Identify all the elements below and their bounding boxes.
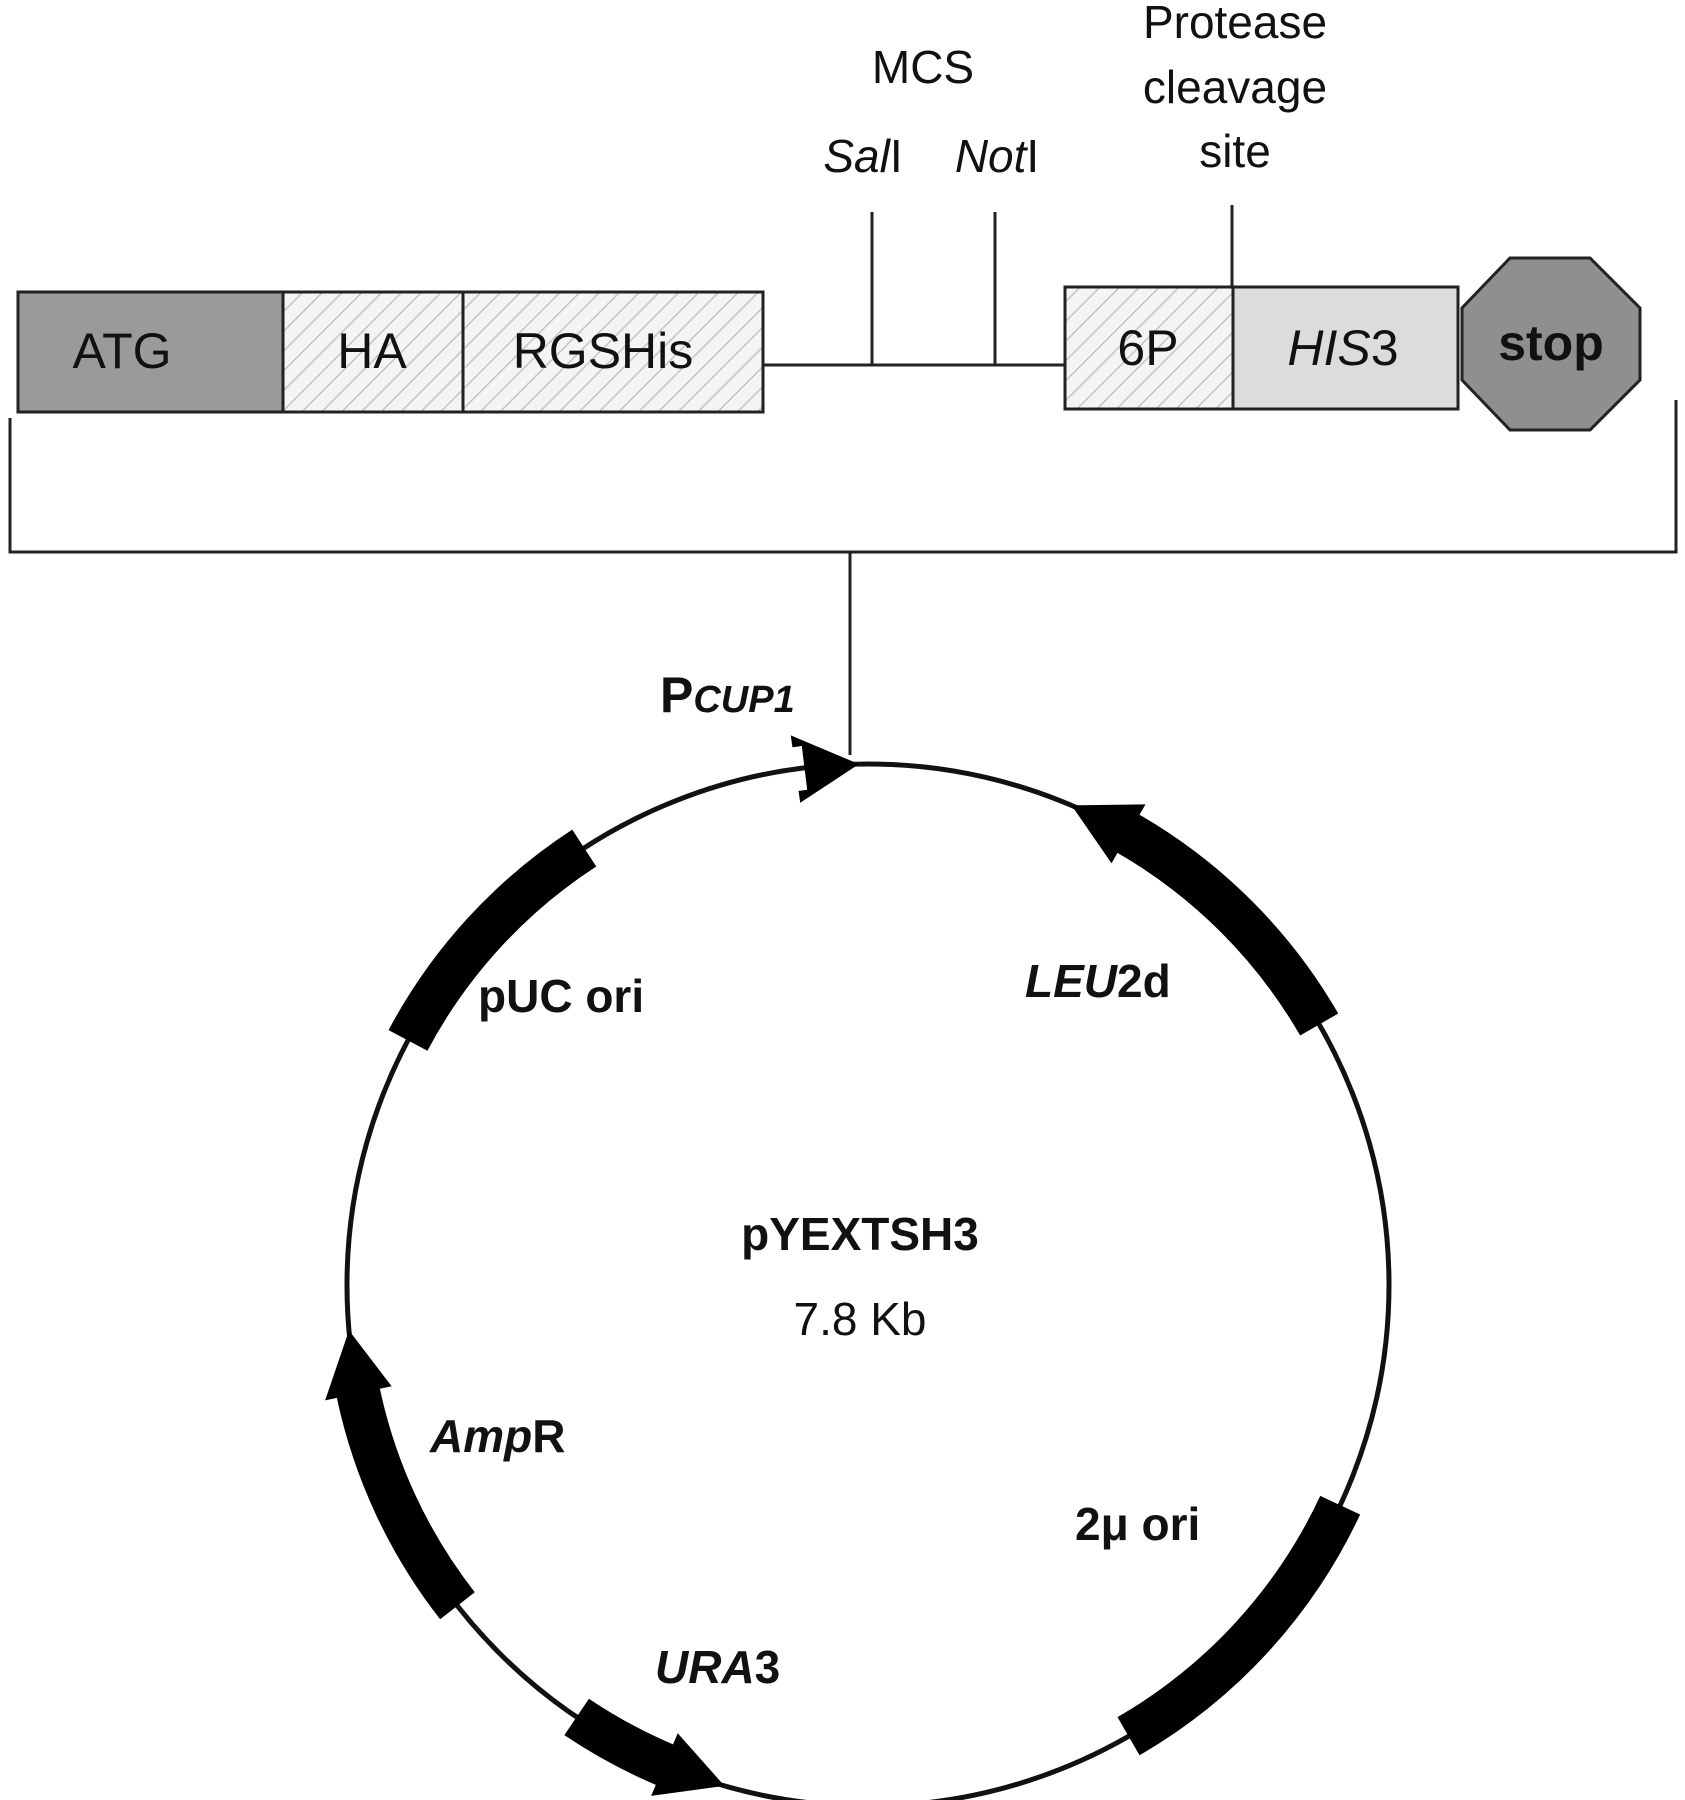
leu2d-label: LEU2d	[1025, 955, 1171, 1007]
rgshis-box	[461, 290, 765, 414]
promoter-label: PCUP1	[660, 667, 795, 723]
2mu-ori-block	[1117, 1495, 1361, 1756]
mcs-label: MCS	[872, 41, 974, 93]
plasmid-size: 7.8 Kb	[794, 1293, 927, 1345]
plasmid-name: pYEXTSH3	[741, 1208, 979, 1260]
ha-box	[281, 290, 465, 414]
stop-octagon	[1460, 256, 1642, 432]
insertion-bracket	[8, 400, 1678, 755]
ampr-label: AmpR	[429, 1410, 565, 1462]
atg-label: ATG	[72, 323, 171, 379]
ampr-arrow	[325, 1330, 475, 1620]
pcup1-arrow	[790, 735, 859, 803]
puc-ori-label: pUC ori	[478, 970, 644, 1022]
site-markers: MCS SalI NotI Protease cleavage site	[823, 0, 1327, 365]
expression-cassette: ATG HA RGSHis 6P HIS3 stop	[16, 256, 1642, 432]
puc-ori-block	[388, 829, 597, 1051]
his3-box	[1231, 285, 1460, 411]
plasmid-circle	[325, 735, 1392, 1800]
protease-label-line2: cleavage	[1143, 61, 1327, 113]
ura3-arrow	[564, 1698, 725, 1796]
plasmid-backbone	[344, 761, 1392, 1800]
not-label: NotI	[955, 130, 1039, 182]
plasmid-features	[325, 735, 1361, 1796]
protease-label-line1: Protease	[1143, 0, 1327, 48]
his3-label: HIS3	[1287, 320, 1398, 376]
leu2d-arrow	[1071, 804, 1339, 1036]
stop-label: stop	[1498, 315, 1604, 371]
atg-box	[16, 290, 285, 414]
plasmid-labels: PCUP1 pUC ori LEU2d pYEXTSH3 7.8 Kb AmpR…	[429, 667, 1200, 1693]
rgshis-label: RGSHis	[513, 323, 694, 379]
6p-label: 6P	[1117, 320, 1178, 376]
sal-label: SalI	[823, 130, 902, 182]
ura3-label: URA3	[655, 1641, 780, 1693]
ha-label: HA	[337, 323, 407, 379]
2mu-ori-label: 2μ ori	[1075, 1498, 1200, 1550]
protease-label-line3: site	[1199, 125, 1271, 177]
